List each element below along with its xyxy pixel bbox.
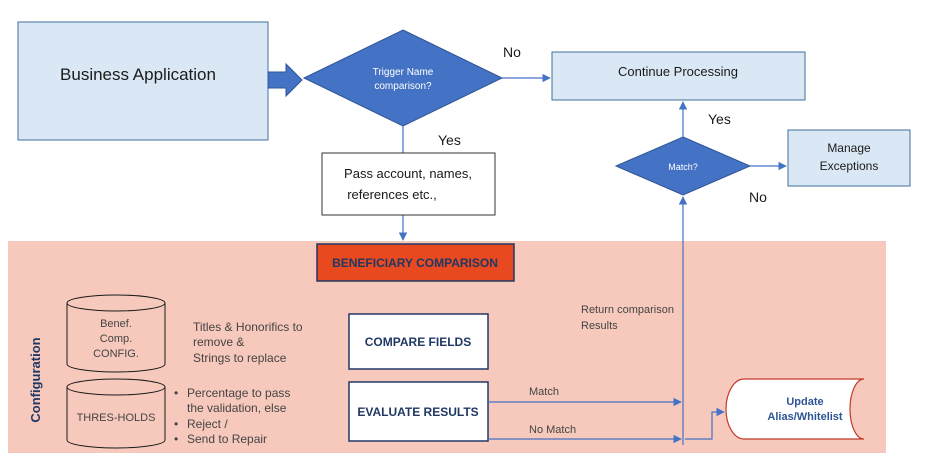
titles-note-line3: Strings to replace <box>193 351 287 365</box>
edge-label-no-match: No <box>749 189 767 205</box>
evaluate-results-box <box>348 381 489 442</box>
business-application-label: Business Application <box>60 65 216 84</box>
configuration-label: Configuration <box>28 337 43 422</box>
pass-account-box <box>321 152 496 216</box>
titles-note-line1: Titles & Honorifics to <box>193 320 303 334</box>
titles-note-line2: remove & <box>193 335 244 349</box>
pass-account-line2: references etc., <box>347 187 437 202</box>
config-database-icon <box>66 294 166 373</box>
threshold-bullet-3: • <box>174 432 178 446</box>
block-arrow <box>267 62 303 98</box>
edge-label-no-top: No <box>503 44 521 60</box>
threshold-note-line4: Send to Repair <box>187 432 267 446</box>
pass-account-line1: Pass account, names, <box>344 166 472 181</box>
match-decision-label: Match? <box>668 162 698 172</box>
return-results-line2: Results <box>581 320 618 332</box>
beneficiary-comparison-label: BENEFICIARY COMPARISON <box>332 256 498 270</box>
thresholds-db-label: THRES-HOLDS <box>77 412 156 424</box>
beneficiary-comparison-header <box>316 243 515 282</box>
config-db-line1: Benef. <box>100 318 132 330</box>
trigger-label-line2: comparison? <box>374 81 432 92</box>
edge-label-yes-match: Yes <box>708 111 731 127</box>
manage-exceptions-line1: Manage <box>827 141 871 155</box>
trigger-label-line1: Trigger Name <box>373 67 434 78</box>
thresholds-database-icon <box>66 378 166 449</box>
threshold-note-line1: Percentage to pass <box>187 386 290 400</box>
trigger-decision-diamond <box>302 29 504 127</box>
compare-fields-label: COMPARE FIELDS <box>365 335 471 349</box>
config-db-line3: CONFIG. <box>93 348 139 360</box>
threshold-note-line3: Reject / <box>187 417 228 431</box>
config-db-line2: Comp. <box>100 333 132 345</box>
continue-processing-label: Continue Processing <box>618 64 738 79</box>
update-alias-shape <box>725 378 865 440</box>
update-line2: Alias/Whitelist <box>767 411 843 423</box>
evaluate-results-label: EVALUATE RESULTS <box>357 405 478 419</box>
threshold-bullet-1: • <box>174 386 178 400</box>
manage-exceptions-line2: Exceptions <box>820 159 879 173</box>
continue-processing-box <box>551 51 806 101</box>
return-results-line1: Return comparison <box>581 304 674 316</box>
update-line1: Update <box>786 396 823 408</box>
business-application-box <box>17 21 269 141</box>
compare-fields-box <box>348 313 489 370</box>
arrow-to-update <box>685 407 725 440</box>
manage-exceptions-box <box>787 129 911 187</box>
edge-label-yes-trigger: Yes <box>438 132 461 148</box>
edge-label-match: Match <box>529 386 559 398</box>
threshold-bullet-2: • <box>174 417 178 431</box>
match-decision-diamond <box>614 136 752 196</box>
edge-label-no-match-flow: No Match <box>529 424 576 436</box>
threshold-note-line2: the validation, else <box>187 401 287 415</box>
